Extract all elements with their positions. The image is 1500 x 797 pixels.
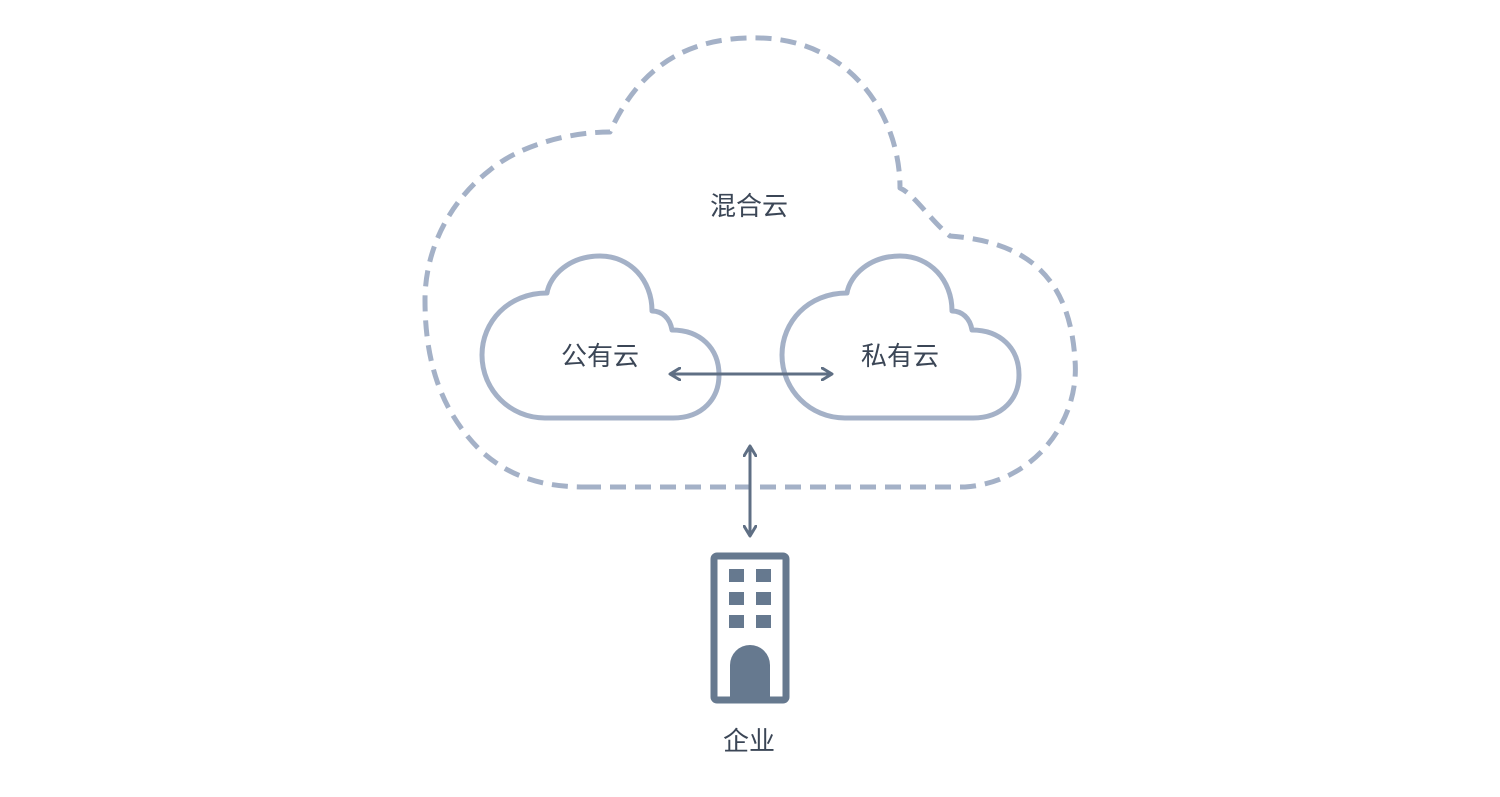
- public-cloud-label: 公有云: [561, 342, 639, 372]
- hybrid-cloud-label: 混合云: [710, 192, 788, 222]
- enterprise-label: 企业: [723, 727, 775, 757]
- office-building-icon: [710, 552, 790, 704]
- private-cloud-label: 私有云: [861, 342, 939, 372]
- hybrid-cloud-outline: [422, 35, 1078, 490]
- private-cloud-shape: [779, 253, 1022, 421]
- public-cloud-shape: [479, 253, 722, 421]
